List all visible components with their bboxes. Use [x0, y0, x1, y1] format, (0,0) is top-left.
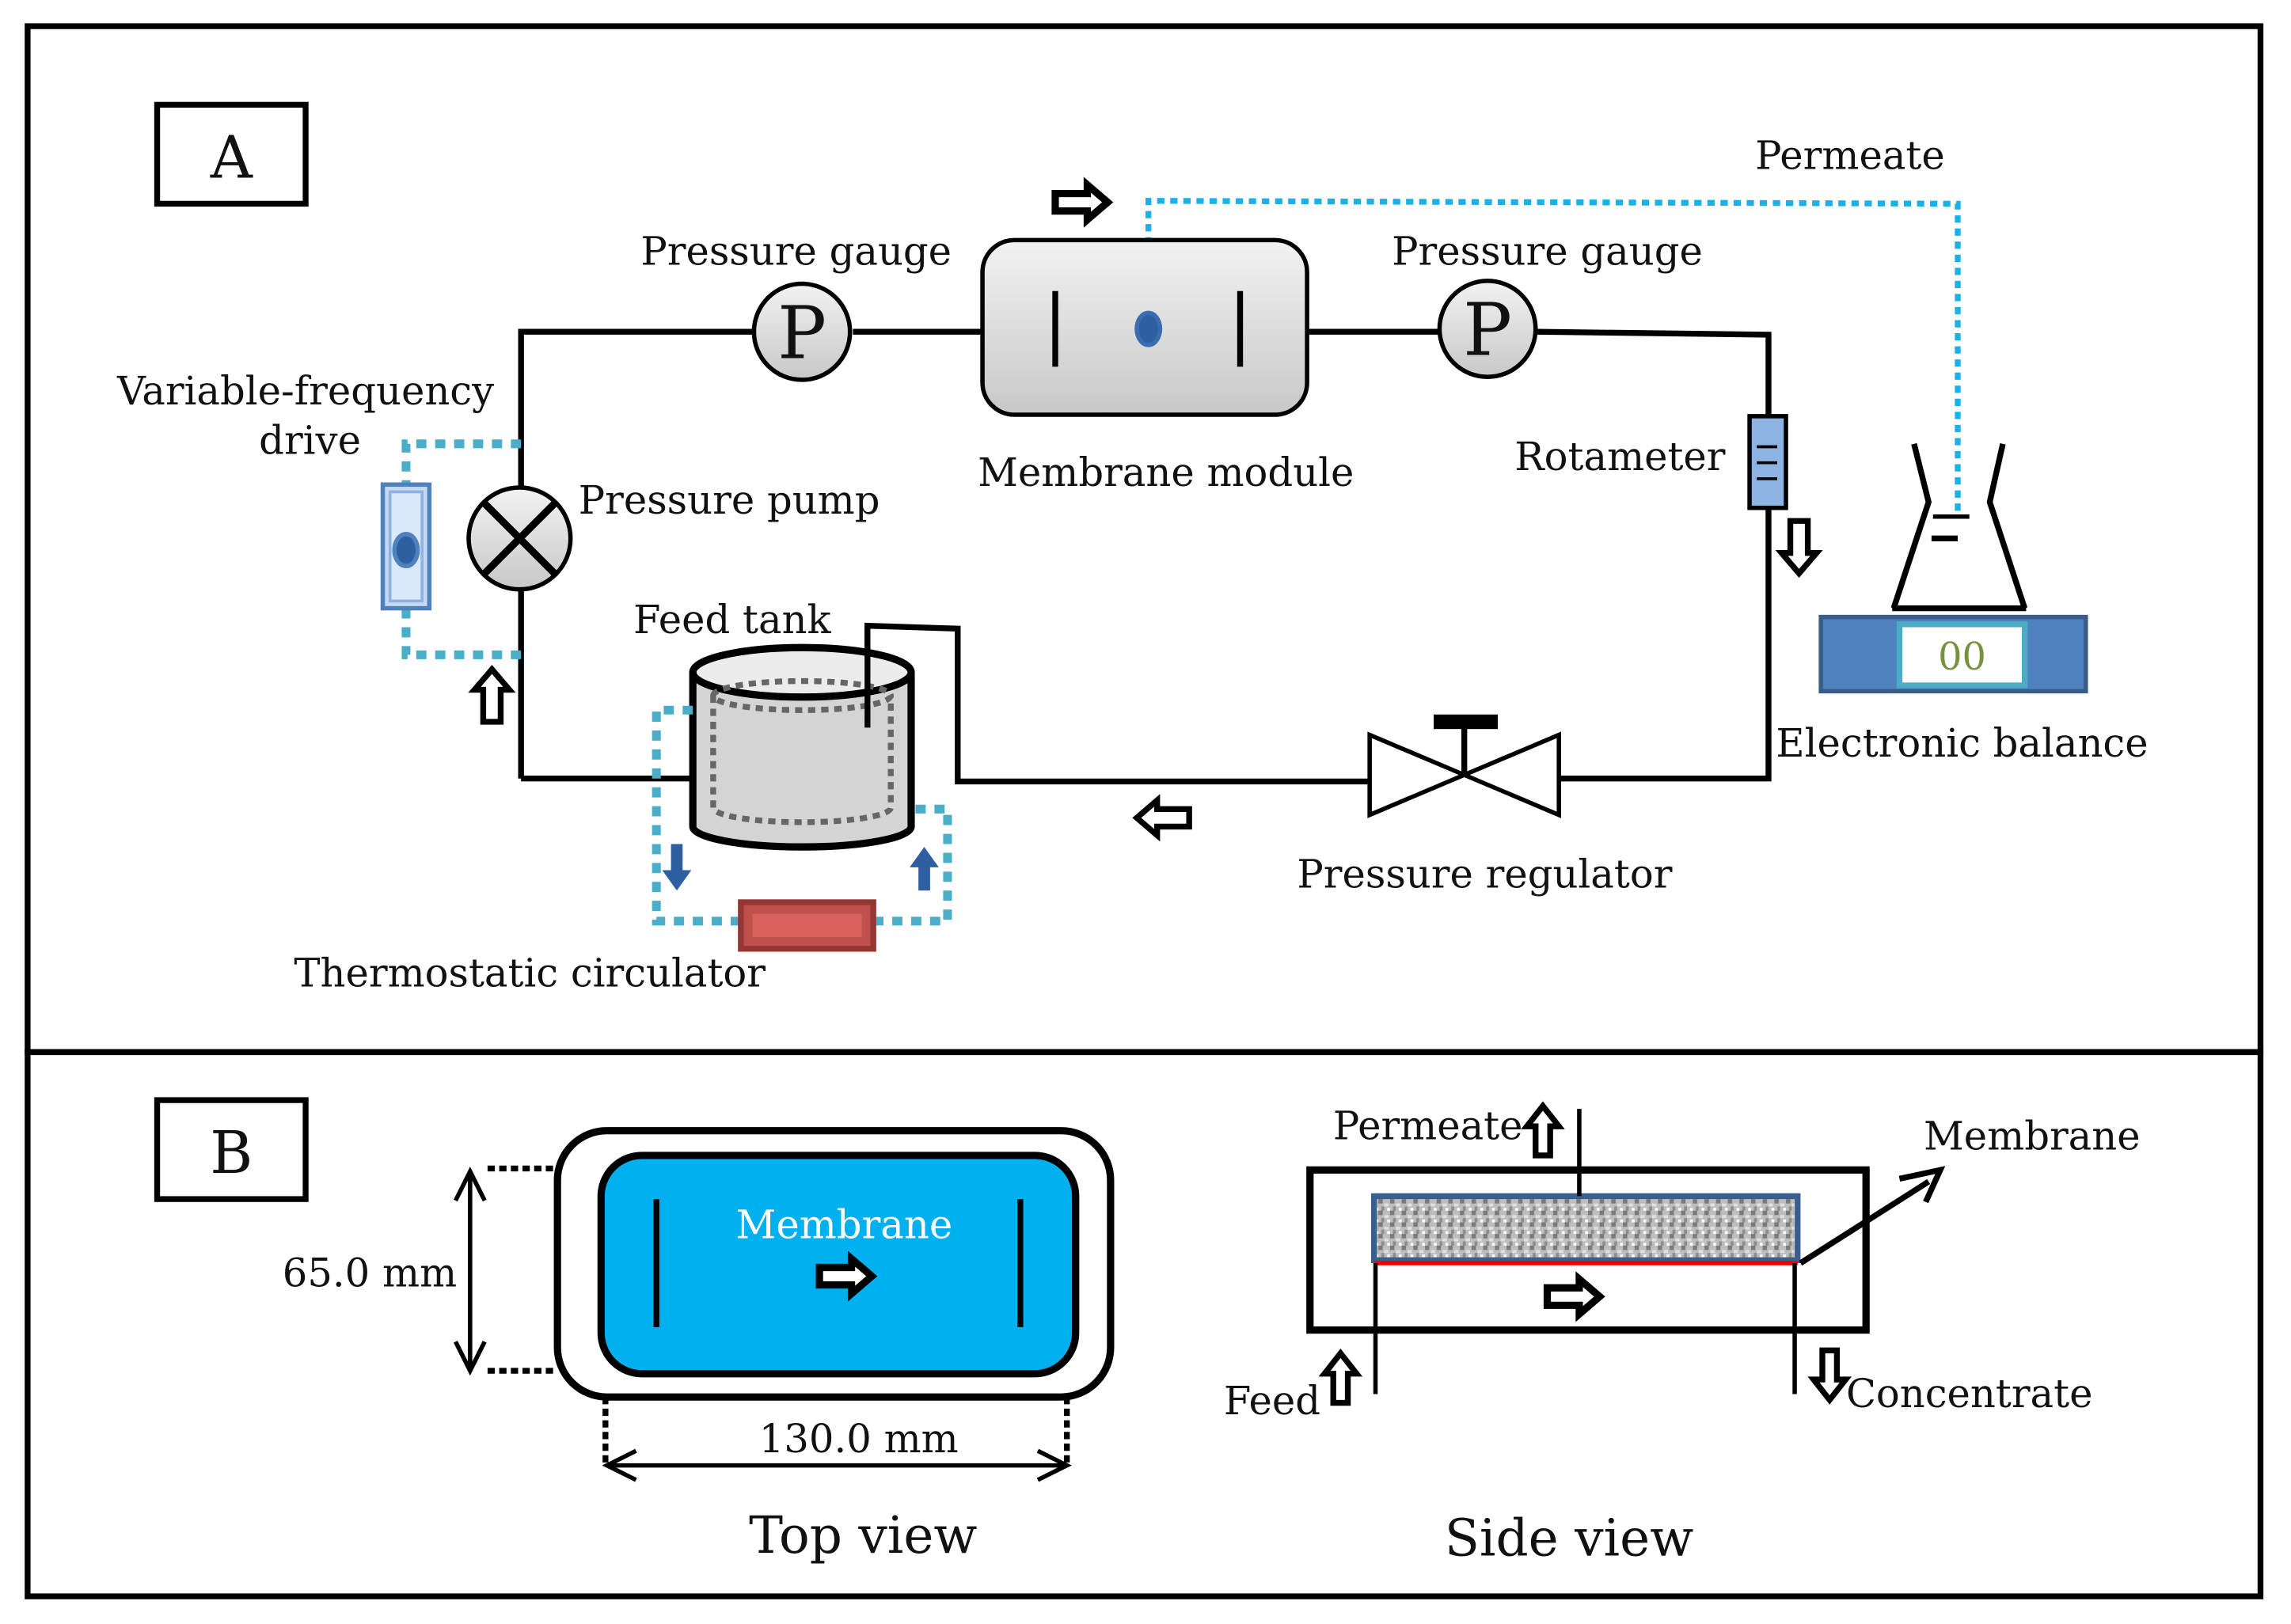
flow-arrow-left-icon [1132, 794, 1192, 842]
side-membrane-label: Membrane [1924, 1114, 2141, 1159]
rotameter-label: Rotameter [1514, 434, 1726, 480]
thermostatic-circulator-label: Thermostatic circulator [294, 950, 766, 996]
collection-flask [1890, 442, 2028, 612]
side-view-caption: Side view [1445, 1509, 1693, 1569]
electronic-balance-label: Electronic balance [1776, 720, 2148, 766]
pressure-regulator-label: Pressure regulator [1297, 852, 1672, 897]
pressure-gauge-left-label: Pressure gauge [640, 229, 952, 275]
flow-arrow-icon [1543, 1271, 1605, 1322]
variable-frequency-drive [380, 482, 432, 611]
side-view [1306, 1101, 1946, 1406]
panel-a-frame [25, 23, 2264, 1056]
side-feed-label: Feed [1224, 1378, 1320, 1424]
vfd-line-top [401, 439, 522, 485]
flow-arrow-icon [815, 1250, 878, 1302]
flow-arrow-down-icon [1775, 518, 1823, 579]
permeate-line [1146, 198, 1961, 517]
permeate-up-arrow-icon [1521, 1101, 1565, 1159]
panel-b-frame [25, 1049, 2264, 1599]
panel-a-label: A [154, 101, 309, 207]
pressure-regulator [1367, 714, 1561, 818]
side-concentrate-label: Concentrate [1846, 1371, 2092, 1417]
flow-arrow-up-icon [468, 665, 516, 725]
panel-a-letter: A [210, 124, 253, 192]
down-arrow-icon [662, 844, 692, 891]
side-permeate-label: Permeate [1333, 1103, 1523, 1149]
gauge-symbol: P [1463, 288, 1512, 373]
height-dimension: 65.0 mm [283, 1250, 457, 1296]
balance-display: 00 [1938, 636, 1986, 679]
concentrate-down-arrow-icon [1807, 1347, 1852, 1405]
circulator-line-left [652, 705, 741, 926]
top-view-membrane-label: Membrane [736, 1202, 953, 1248]
panel-b-letter: B [210, 1120, 253, 1187]
flow-arrow-right-icon [1051, 176, 1114, 228]
width-dimension: 130.0 mm [759, 1416, 959, 1462]
pressure-gauge-left: P [751, 281, 853, 382]
feed-tank-label: Feed tank [633, 597, 831, 643]
pressure-gauge-right-label: Pressure gauge [1392, 229, 1703, 275]
feed-up-arrow-icon [1318, 1349, 1363, 1406]
top-view-caption: Top view [749, 1506, 977, 1565]
feed-tank [689, 625, 915, 851]
panel-b-label: B [154, 1097, 309, 1202]
membrane-module-label: Membrane module [978, 450, 1354, 495]
vfd-label-line1: Variable-frequency [116, 368, 494, 414]
vfd-line-bottom [401, 608, 522, 659]
top-view: Membrane [453, 1127, 1115, 1482]
thermostatic-circulator [738, 899, 876, 952]
electronic-balance: 00 [1818, 614, 2088, 694]
rotameter [1747, 414, 1788, 510]
membrane-module [980, 237, 1309, 417]
up-arrow-icon [910, 847, 939, 891]
pressure-gauge-right: P [1437, 279, 1538, 379]
permeate-label: Permeate [1755, 132, 1945, 178]
pressure-pump-label: Pressure pump [579, 477, 880, 523]
vfd-label-line2: drive [259, 418, 361, 464]
gauge-symbol: P [777, 290, 826, 375]
pressure-pump [466, 485, 573, 592]
